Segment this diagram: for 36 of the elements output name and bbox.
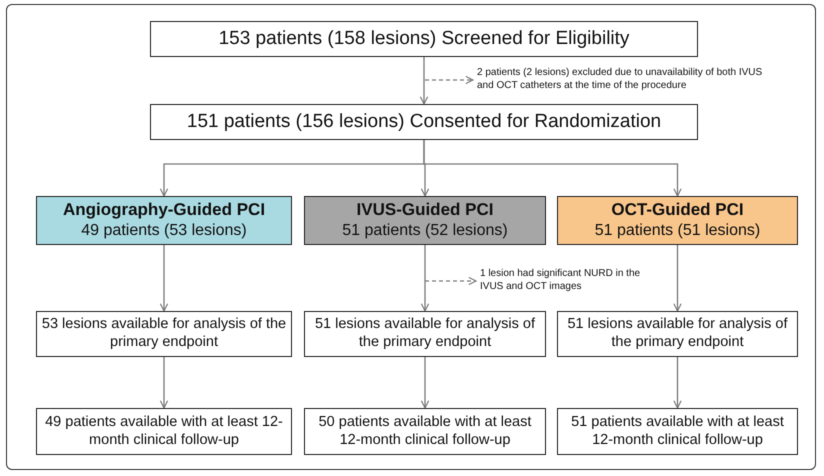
arrow	[673, 245, 682, 312]
arrow	[160, 357, 168, 409]
process-box	[557, 311, 798, 357]
box-text: 53 lesions available for analysis of the primary endpoint	[41, 316, 287, 352]
box-text: 50 patients available with at least 12-month clinical follow-up	[318, 414, 532, 450]
process-box	[557, 408, 798, 455]
arrow	[420, 245, 430, 312]
dashed-arrow	[425, 276, 477, 286]
box-text: 51 patients (51 lesions)	[594, 221, 760, 241]
box-text: 49 patients available with at least 12-month clinical follow-up	[44, 414, 284, 450]
process-box	[304, 311, 546, 357]
box-heading: Angiography-Guided PCI	[62, 200, 266, 222]
process-box	[36, 408, 292, 455]
box-text: 49 patients (53 lesions)	[81, 221, 247, 241]
group-box	[557, 196, 798, 245]
box-text: 51 lesions available for analysis of the primary endpoint	[314, 316, 536, 352]
process-box	[150, 104, 698, 140]
process-box	[150, 21, 698, 57]
box-text: 51 patients available with at least 12-month clinical follow-up	[570, 414, 785, 450]
box-text: 153 patients (158 lesions) Screened for Eligibility	[218, 27, 630, 51]
process-box	[304, 408, 546, 455]
arrow	[420, 57, 428, 105]
dashed-arrow	[425, 76, 474, 84]
box-text: 151 patients (156 lesions) Consented for Randomization	[186, 110, 662, 134]
box-text: 51 lesions available for analysis of the primary endpoint	[566, 316, 789, 352]
group-box	[36, 196, 292, 245]
box-text: 51 patients (52 lesions)	[342, 221, 508, 241]
arrow	[423, 140, 682, 197]
note-text: 2 patients (2 lesions) excluded due to unavailability of both IVUS and OCT catheters at the time of the procedure	[477, 67, 777, 95]
box-heading: OCT-Guided PCI	[611, 200, 744, 222]
note-text: 1 lesion had significant NURD in the IVUS and OCT images	[480, 268, 650, 296]
arrow	[160, 245, 168, 312]
arrow	[673, 357, 682, 409]
group-box	[304, 196, 546, 245]
arrow	[420, 357, 430, 409]
box-heading: IVUS-Guided PCI	[356, 200, 494, 222]
